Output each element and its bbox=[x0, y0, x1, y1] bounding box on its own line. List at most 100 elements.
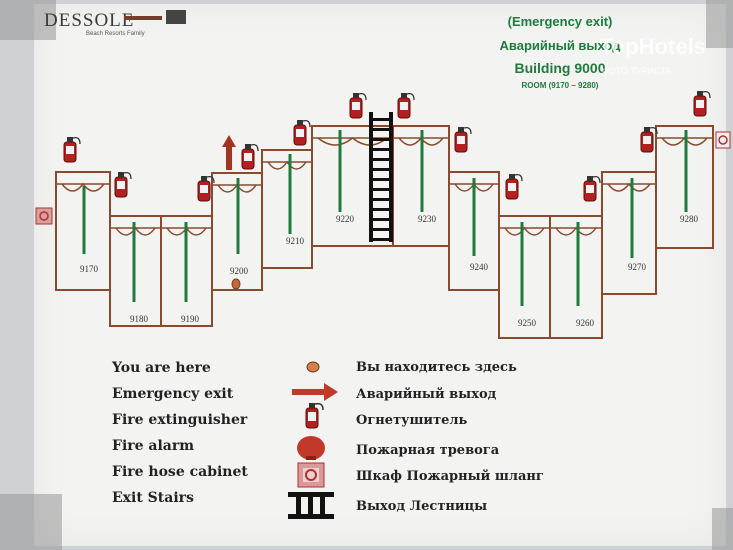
stair-rung bbox=[369, 228, 393, 231]
legend-fire-hose-cabinet-icon bbox=[297, 462, 325, 488]
building-label: Building 9000 bbox=[514, 60, 606, 76]
room-9270 bbox=[601, 171, 657, 295]
stair-rung bbox=[369, 188, 393, 191]
watermark-sub: ФОТО ТУРИСТА bbox=[602, 66, 672, 76]
brand-badge-icon bbox=[166, 10, 186, 24]
fire-extinguisher-icon bbox=[293, 119, 311, 146]
stair-rung bbox=[369, 218, 393, 221]
fire-hose-cabinet-icon bbox=[35, 207, 53, 225]
stair-rung bbox=[369, 128, 393, 131]
legend-fire-extinguisher-icon bbox=[305, 402, 324, 429]
legend-fire-alarm-icon bbox=[297, 436, 325, 460]
brand-mark bbox=[124, 16, 162, 20]
room-label: 9240 bbox=[470, 262, 489, 272]
room-label: 9250 bbox=[518, 318, 537, 328]
stair-rung bbox=[369, 158, 393, 161]
room-labels: 9170 9180 9190 9200 9210 9220 9230 9240 9250 9260… bbox=[80, 214, 699, 328]
door-arc bbox=[607, 182, 651, 192]
room-9210 bbox=[261, 149, 313, 269]
stair-rung bbox=[369, 138, 393, 141]
tape-top-right bbox=[706, 0, 733, 48]
stair-rung bbox=[369, 118, 393, 121]
legend-label-en: Exit Stairs bbox=[112, 490, 194, 506]
room-9240 bbox=[448, 171, 500, 291]
fire-extinguisher-icon bbox=[693, 90, 711, 117]
exit-stairs-icon bbox=[369, 112, 393, 242]
room-wall bbox=[261, 149, 313, 269]
room-9190 bbox=[160, 215, 213, 327]
room-9180 bbox=[109, 215, 162, 327]
extinguisher-layer bbox=[63, 90, 711, 202]
legend-label-en: Fire hose cabinet bbox=[112, 464, 248, 480]
legend-label-ru: Пожарная тревога bbox=[356, 443, 500, 458]
legend-exit-stairs-icon bbox=[288, 492, 334, 519]
room-layer bbox=[55, 125, 714, 339]
fire-extinguisher-icon bbox=[197, 175, 215, 202]
room-wall bbox=[601, 171, 657, 295]
balcony-strip bbox=[601, 171, 657, 185]
watermark: TopHotels bbox=[600, 34, 706, 59]
stair-rung bbox=[369, 198, 393, 201]
room-label: 9170 bbox=[80, 264, 99, 274]
legend-label-en: You are here bbox=[112, 360, 211, 376]
legend-label-ru: Выход Лестницы bbox=[356, 499, 488, 514]
balcony-strip bbox=[311, 125, 394, 139]
stair-rung bbox=[369, 238, 393, 241]
stair-rung bbox=[369, 148, 393, 151]
door-arc bbox=[555, 226, 597, 236]
door-arc bbox=[317, 137, 388, 146]
room-label: 9220 bbox=[336, 214, 355, 224]
brand-subtitle: Beach Resorts Family bbox=[86, 31, 145, 37]
fire-extinguisher-icon bbox=[349, 92, 367, 119]
balcony-strip bbox=[549, 215, 603, 229]
legend-label-en: Emergency exit bbox=[112, 386, 234, 402]
legend-you-are-here-icon bbox=[306, 361, 320, 373]
exit-arrow-icon bbox=[222, 135, 236, 170]
balcony-strip bbox=[498, 215, 551, 229]
sign-sheet bbox=[34, 4, 726, 546]
fire-extinguisher-icon bbox=[454, 126, 472, 153]
room-9280 bbox=[655, 125, 714, 249]
stair-rung bbox=[369, 168, 393, 171]
room-label: 9190 bbox=[181, 314, 200, 324]
room-label: 9270 bbox=[628, 262, 647, 272]
stair-rung bbox=[369, 208, 393, 211]
legend-label-ru: Вы находитесь здесь bbox=[356, 360, 517, 375]
room-range: ROOM (9170 – 9280) bbox=[521, 81, 599, 90]
balcony-strip bbox=[261, 149, 313, 163]
room-9230 bbox=[392, 125, 450, 247]
fire-extinguisher-icon bbox=[63, 136, 81, 163]
door-arc bbox=[267, 160, 307, 170]
room-label: 9230 bbox=[418, 214, 437, 224]
tape-bottom-right bbox=[712, 508, 733, 550]
room-label: 9200 bbox=[230, 266, 249, 276]
door-arc bbox=[504, 226, 545, 236]
room-label: 9260 bbox=[576, 318, 595, 328]
title-ru: Аварийный выход bbox=[499, 38, 621, 53]
room-label: 9210 bbox=[286, 236, 305, 246]
fire-extinguisher-icon bbox=[583, 175, 601, 202]
room-label: 9280 bbox=[680, 214, 699, 224]
fire-hose-cabinet-icon bbox=[715, 131, 731, 149]
legend-label-ru: Огнетушитель bbox=[356, 413, 468, 428]
legend-label-en: Fire extinguisher bbox=[112, 412, 248, 428]
stair-rung bbox=[369, 178, 393, 181]
balcony-strip bbox=[55, 171, 111, 185]
tape-top-left bbox=[0, 0, 56, 40]
fire-extinguisher-icon bbox=[640, 126, 658, 153]
fire-extinguisher-icon bbox=[241, 143, 259, 170]
room-label: 9180 bbox=[130, 314, 149, 324]
legend-exit-arrow-icon bbox=[292, 383, 338, 401]
brand-logo: DESSOLE bbox=[44, 10, 135, 31]
you-are-here-icon bbox=[231, 278, 241, 290]
fire-extinguisher-icon bbox=[505, 173, 523, 200]
tape-bottom-left bbox=[0, 494, 62, 550]
legend-label-ru: Шкаф Пожарный шланг bbox=[356, 469, 544, 484]
fire-extinguisher-icon bbox=[114, 171, 132, 198]
door-arc bbox=[61, 182, 105, 192]
legend-label-en: Fire alarm bbox=[112, 438, 195, 454]
fire-extinguisher-icon bbox=[397, 92, 415, 119]
legend-label-ru: Аварийный выход bbox=[356, 387, 497, 402]
title-en: (Emergency exit) bbox=[507, 14, 613, 29]
